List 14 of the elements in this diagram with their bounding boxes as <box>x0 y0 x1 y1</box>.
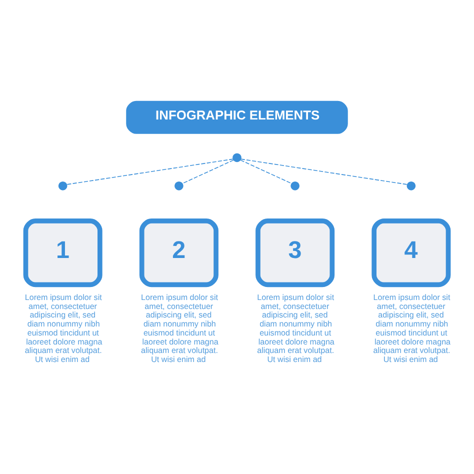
node-circle <box>58 180 68 190</box>
node-circle <box>174 180 184 190</box>
node-circle <box>232 152 242 162</box>
node-label: Lorem ipsum dolor sit amet, consectetuer adipiscing elit, sed diam nonummy nibh euismod tincidunt ut laoreet dolore magna aliquam erat volutpat. Ut wisi enim ad <box>24 292 102 364</box>
connector <box>240 158 408 184</box>
node-circle <box>406 180 416 190</box>
connector <box>240 159 292 184</box>
connector <box>66 158 234 184</box>
node-box: INFOGRAPHIC ELEMENTS <box>126 100 348 134</box>
connector <box>182 159 234 184</box>
node-label: Lorem ipsum dolor sit amet, consectetuer adipiscing elit, sed diam nonummy nibh euismod tincidunt ut laoreet dolore magna aliquam erat volutpat. Ut wisi enim ad <box>373 292 451 364</box>
node-label: Lorem ipsum dolor sit amet, consectetuer adipiscing elit, sed diam nonummy nibh euismod tincidunt ut laoreet dolore magna aliquam erat volutpat. Ut wisi enim ad <box>141 292 218 364</box>
node-label: Lorem ipsum dolor sit amet, consectetuer adipiscing elit, sed diam nonummy nibh euismod tincidunt ut laoreet dolore magna aliquam erat volutpat. Ut wisi enim ad <box>257 292 334 364</box>
node-circle <box>290 180 300 190</box>
